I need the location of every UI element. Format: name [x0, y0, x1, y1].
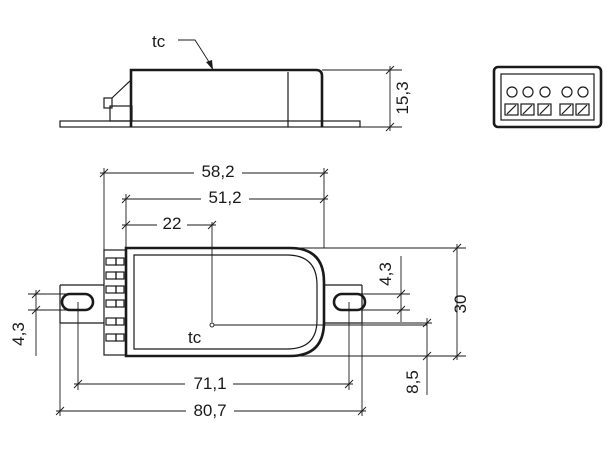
side-terminal-slope: [111, 79, 132, 99]
tc-center-label: tc: [188, 328, 202, 347]
w58-label: 58,2: [201, 162, 234, 181]
end-terminals: [504, 86, 590, 116]
side-body: [129, 68, 324, 127]
top-terminals: [105, 257, 125, 342]
end-view: [492, 65, 603, 129]
side-base-plate: [59, 120, 361, 128]
side-view: tc 15,3: [59, 32, 412, 132]
w71-label: 71,1: [193, 374, 226, 393]
top-housing-outer: [124, 246, 326, 358]
tc22-label: 22: [163, 214, 182, 233]
left-mounting-slot: [60, 292, 95, 312]
tc-top-leader: [178, 39, 212, 66]
tc-top-label: tc: [152, 32, 166, 51]
tc-center-point: [209, 322, 215, 328]
top-view: tc 58,2 51,2 22 30 4,3: [9, 161, 470, 420]
top-terminal-block: [103, 249, 127, 356]
height-label: 15,3: [393, 81, 412, 114]
end-housing-outer: [492, 65, 603, 129]
end-housing-inner: [500, 73, 595, 121]
h30-label: 30: [451, 295, 470, 314]
l43-label: 4,3: [9, 322, 28, 346]
w51-label: 51,2: [208, 188, 241, 207]
d85-label: 8,5: [403, 370, 422, 394]
height-tick-bottom: [385, 122, 395, 132]
side-terminal-base: [109, 105, 133, 122]
r43-label: 4,3: [376, 262, 395, 286]
height-tick-top: [385, 65, 395, 75]
w80-label: 80,7: [193, 401, 226, 420]
top-housing-inner: [133, 254, 318, 350]
tc-top-arrow: [206, 60, 213, 70]
right-mounting-slot: [332, 292, 367, 312]
side-terminal-block: [103, 97, 113, 109]
